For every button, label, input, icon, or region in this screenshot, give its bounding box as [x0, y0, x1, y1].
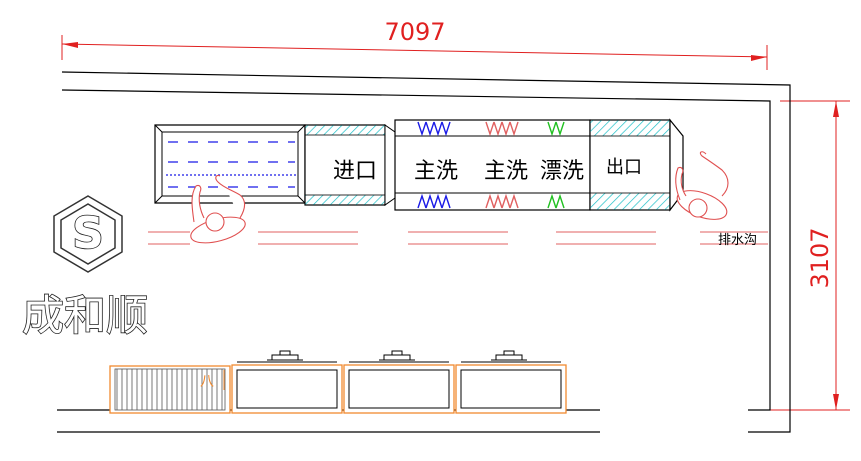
operator-right-icon [675, 151, 729, 220]
width-dimension-label: 7097 [384, 18, 445, 46]
company-name: 成和顺 [22, 291, 148, 340]
section-label-inlet: 进口 [333, 159, 377, 184]
section-label-outlet: 出口 [606, 157, 642, 178]
entry-tray [154, 124, 306, 204]
section-label-rinse: 漂洗 [540, 159, 584, 184]
bottom-equipment: 八 [109, 350, 567, 414]
nozzles-rinse [547, 121, 565, 209]
nozzles-main-wash-2 [485, 121, 519, 209]
drain-label: 排水沟 [718, 233, 757, 248]
s-logo-mark [53, 195, 123, 273]
company-logo: S 成和顺 [21, 195, 149, 341]
floor-markings [148, 231, 768, 245]
stove-unit-1 [231, 350, 343, 414]
nozzles-main-wash-1 [417, 121, 451, 209]
svg-text:八: 八 [200, 374, 214, 390]
height-dimension-label: 3107 [806, 227, 834, 288]
logo-glyph: S [72, 208, 104, 259]
rack-cabinet: 八 [109, 365, 231, 414]
stove-unit-3 [455, 350, 567, 414]
stove-unit-2 [343, 350, 455, 414]
operator-left-icon [190, 174, 246, 244]
height-dimension: 3107 [748, 100, 850, 411]
section-label-main-wash-2: 主洗 [484, 159, 528, 184]
dishwasher-machine: 进口 主洗 主洗 漂洗 出口 [154, 118, 684, 212]
machine-body [304, 118, 684, 212]
section-label-main-wash-1: 主洗 [414, 159, 458, 184]
width-dimension: 7097 [61, 18, 768, 70]
